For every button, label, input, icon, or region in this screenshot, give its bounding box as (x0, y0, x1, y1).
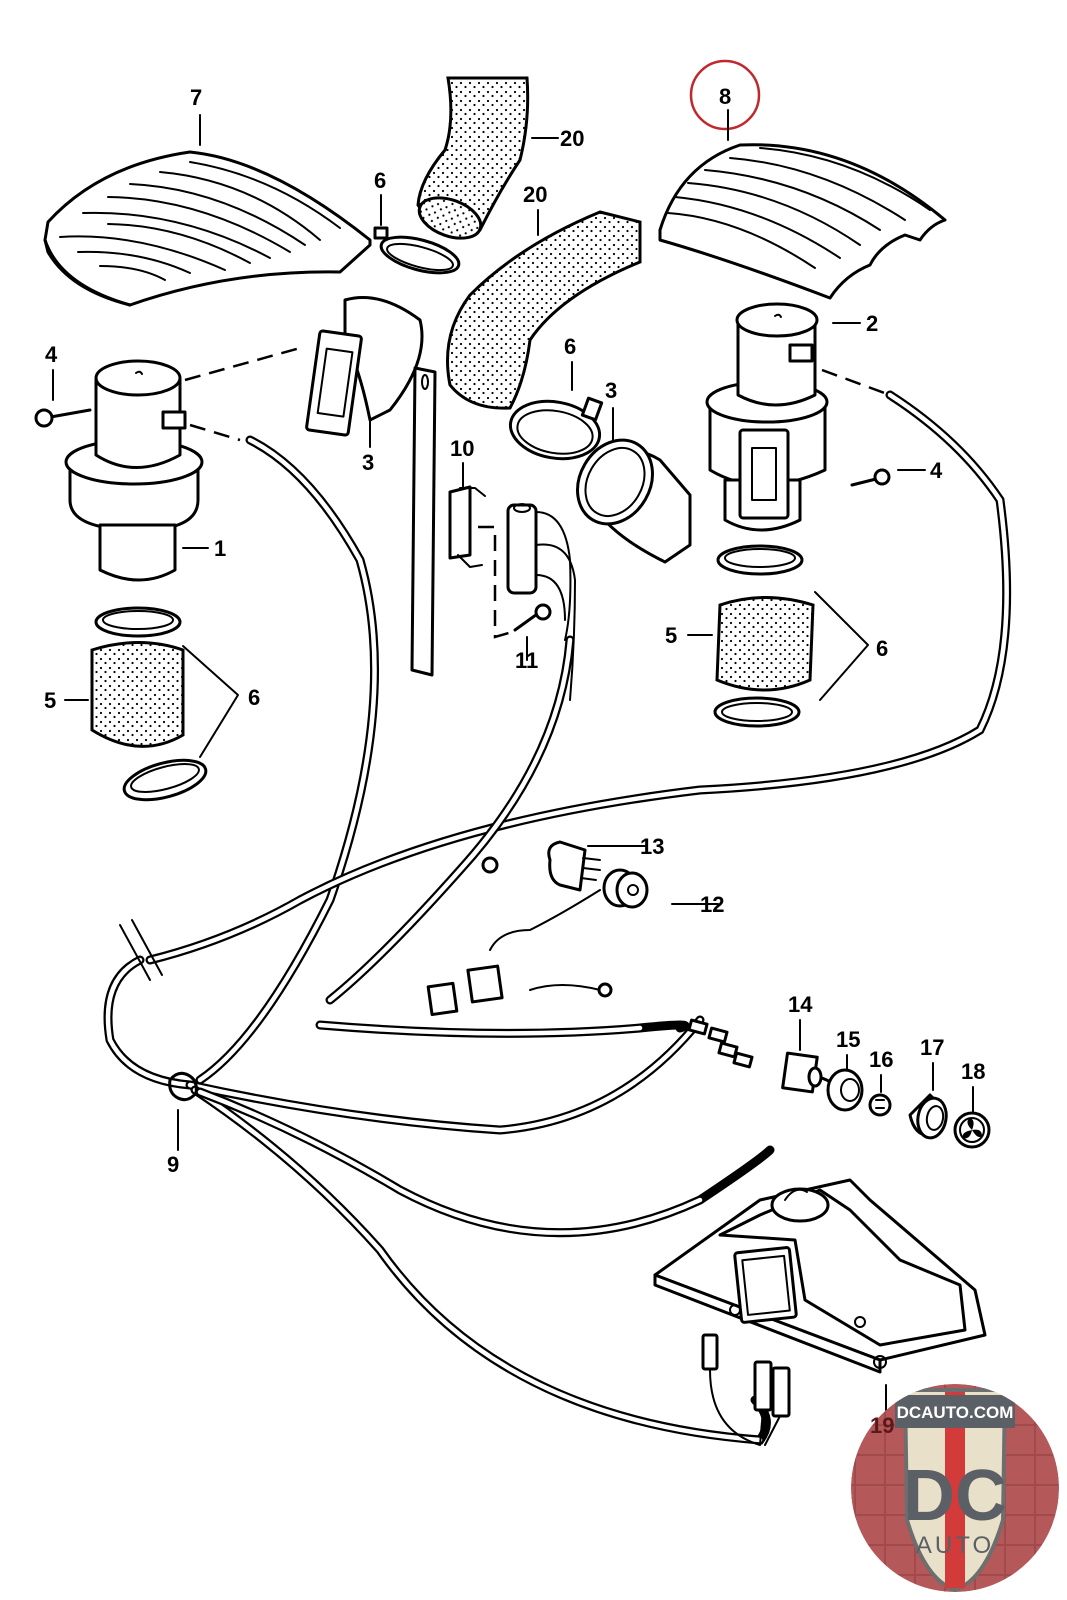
resistor-block[interactable] (506, 503, 576, 701)
callout-10: 10 (450, 436, 474, 461)
part-6-clamp-left-bottom[interactable] (120, 753, 210, 808)
leader-6c (182, 645, 239, 758)
dash-line-left-2 (189, 423, 241, 442)
leader-6d (814, 591, 869, 701)
dash-line-right (821, 368, 891, 397)
callout-4a: 4 (45, 342, 58, 367)
callout-8: 8 (719, 84, 731, 109)
mounting-strip (410, 366, 437, 677)
callout-6d: 6 (876, 636, 888, 661)
part-8-cover-right[interactable] (658, 143, 947, 300)
part-4-screw-left[interactable] (34, 408, 92, 428)
callout-14: 14 (788, 992, 813, 1017)
part-4-screw-right[interactable] (850, 468, 891, 487)
callout-6c: 6 (248, 685, 260, 710)
part-10-bracket[interactable] (448, 485, 486, 568)
callout-15: 15 (836, 1027, 860, 1052)
part-6-clamp-mid[interactable] (506, 395, 604, 466)
callout-9: 9 (167, 1152, 179, 1177)
part-1-blower-motor-left[interactable] (64, 359, 204, 582)
part-19-control-housing[interactable] (653, 1178, 987, 1374)
part-18-fan-symbol-cap[interactable] (953, 1111, 991, 1149)
part-14-switch[interactable] (781, 1051, 840, 1094)
logo-url-text: DCAUTO.COM (897, 1403, 1014, 1422)
callout-3a: 3 (362, 450, 374, 475)
part-5-sleeve-right[interactable] (715, 596, 815, 692)
callout-2: 2 (866, 311, 878, 336)
callout-6b: 6 (564, 334, 576, 359)
logo-dc-text: DC (903, 1456, 1007, 1536)
logo-auto-text: AUTO (916, 1532, 994, 1559)
part-13-plug[interactable] (547, 840, 601, 892)
part-6-clamp-right-top[interactable] (716, 544, 804, 576)
callout-7: 7 (190, 85, 202, 110)
switch-connectors[interactable] (687, 1018, 754, 1069)
part-5-sleeve-left[interactable] (90, 641, 185, 748)
part-12-socket[interactable] (602, 868, 649, 909)
part-11-screw[interactable] (513, 603, 552, 632)
callout-20a: 20 (560, 126, 584, 151)
callout-19: 19 (870, 1413, 894, 1438)
callout-20b: 20 (523, 182, 547, 207)
callout-13: 13 (640, 834, 664, 859)
part-6-clamp-top[interactable] (373, 226, 463, 280)
dcauto-watermark-logo: DCAUTO.COM DC AUTO (851, 1384, 1059, 1592)
callout-11: 11 (515, 648, 538, 673)
part-20-hose-upper[interactable] (414, 76, 530, 246)
part-6-clamp-left-top[interactable] (94, 606, 182, 638)
wiring-harness[interactable] (103, 390, 1012, 1445)
callout-17: 17 (920, 1035, 944, 1060)
logo-banner (895, 1395, 1015, 1428)
logo-stripe (945, 1392, 965, 1588)
callout-16: 16 (869, 1047, 893, 1072)
part-3-duct-left[interactable] (305, 296, 424, 437)
part-6-clamp-right-bottom[interactable] (713, 696, 801, 728)
part-2-blower-motor-right[interactable] (705, 302, 829, 532)
callout-3b: 3 (605, 378, 617, 403)
part-20-hose-lower[interactable] (446, 210, 642, 410)
housing-plugs[interactable] (701, 1333, 791, 1446)
part-10-leader-dash (478, 525, 513, 639)
part-15-bushing[interactable] (826, 1068, 864, 1112)
callout-4b: 4 (930, 458, 943, 483)
dash-line-left-1 (184, 346, 301, 382)
part-7-cover-left[interactable] (43, 150, 372, 307)
part-17-cap[interactable] (908, 1093, 949, 1140)
callout-6a: 6 (374, 168, 386, 193)
part-16-clip[interactable] (868, 1093, 892, 1117)
highlight-circle-8 (689, 59, 761, 131)
callout-12: 12 (700, 892, 724, 917)
callout-1: 1 (214, 536, 226, 561)
part-3-duct-right[interactable] (563, 426, 692, 564)
callout-5a: 5 (44, 688, 56, 713)
callout-18: 18 (961, 1059, 985, 1084)
callout-5b: 5 (665, 623, 677, 648)
